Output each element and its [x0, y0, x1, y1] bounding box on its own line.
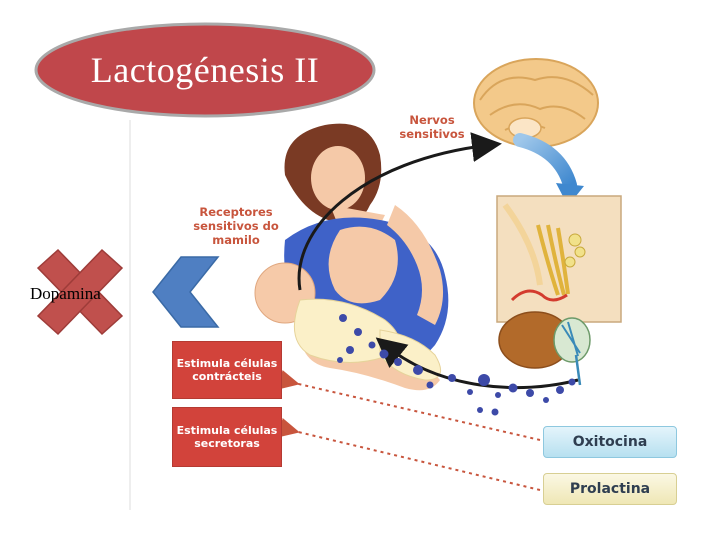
title-oval-shape	[34, 22, 376, 118]
prolactina-effect-arrow-icon	[277, 417, 541, 491]
x-cross-icon	[36, 248, 124, 336]
box-celulas-secretoras: Estimula células secretoras	[172, 407, 282, 467]
descending-arrowhead-icon	[556, 183, 584, 206]
title-banner: Lactogénesis II	[34, 22, 376, 118]
brain-icon	[473, 58, 599, 148]
label-nervos-sensitivos: Nervos sensitivos	[399, 113, 465, 141]
chevron-left-icon	[152, 256, 220, 328]
label-receptores-mamilo: Receptores sensitivos do mamilo	[193, 205, 279, 247]
hormone-dots	[337, 314, 576, 416]
afferent-arrow-icon	[297, 132, 502, 291]
oxitocina-effect-arrow-icon	[277, 369, 541, 441]
descending-arrow-icon	[513, 133, 577, 192]
hormone-box-oxitocina: Oxitocina	[543, 426, 677, 458]
efferent-arrow-icon	[375, 337, 579, 390]
dopamine-label: Dopamina	[30, 284, 101, 303]
box-celulas-contracteis: Estimula células contrácteis	[172, 341, 282, 399]
hormone-box-prolactina: Prolactina	[543, 473, 677, 505]
pituitary-gland-icon	[496, 195, 622, 386]
page-title: Lactogénesis II	[90, 50, 320, 90]
